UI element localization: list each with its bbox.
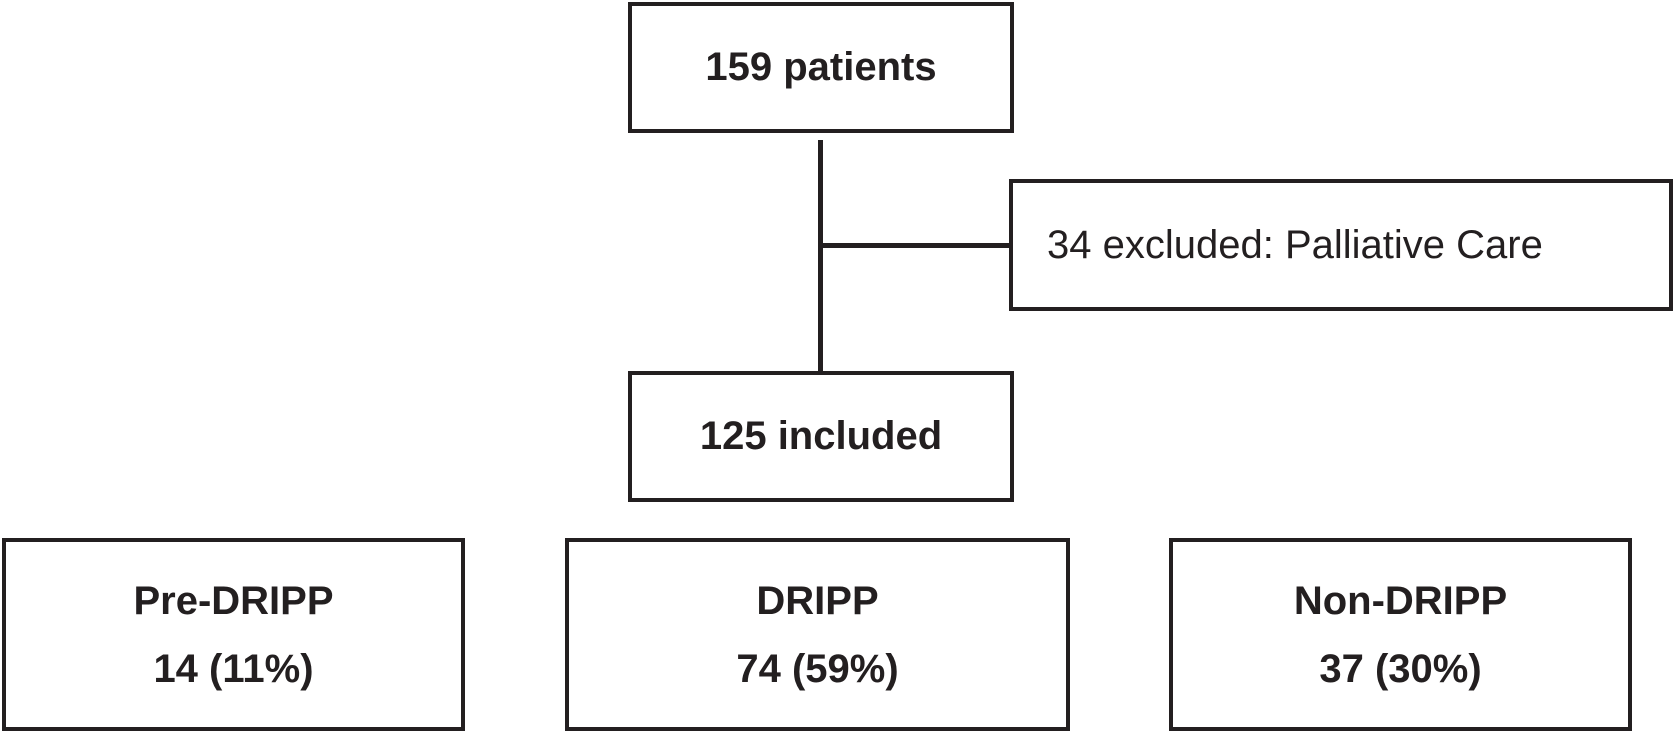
group-box-dripp: DRIPP 74 (59%) [565, 538, 1070, 731]
group-name: Non-DRIPP [1293, 578, 1508, 623]
group-box-pre-dripp: Pre-DRIPP 14 (11%) [2, 538, 465, 731]
connector-exclusion-branch [818, 243, 1011, 248]
included-box: 125 included [628, 371, 1014, 502]
group-name: DRIPP [756, 578, 879, 623]
group-count: 74 (59%) [736, 646, 899, 691]
connector-vertical-line [818, 140, 823, 372]
group-count: 37 (30%) [1319, 646, 1482, 691]
group-box-non-dripp: Non-DRIPP 37 (30%) [1169, 538, 1632, 731]
group-name: Pre-DRIPP [133, 578, 334, 623]
included-label: 125 included [699, 414, 943, 458]
total-patients-label: 159 patients [705, 45, 937, 89]
total-patients-box: 159 patients [628, 2, 1014, 133]
excluded-box: 34 excluded: Palliative Care [1009, 179, 1673, 311]
group-count: 14 (11%) [153, 646, 314, 691]
excluded-label: 34 excluded: Palliative Care [1047, 222, 1543, 267]
